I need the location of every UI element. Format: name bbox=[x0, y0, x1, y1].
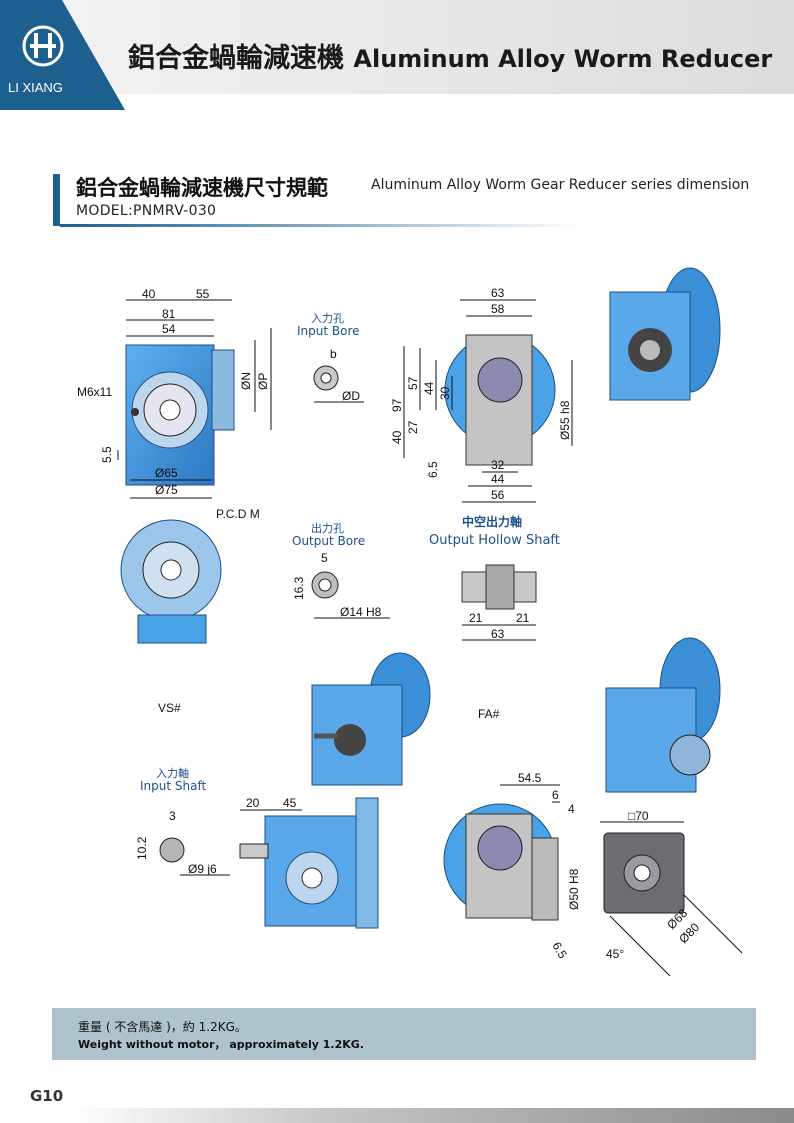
output-bore-view: 出力孔 Output Bore 5 16.3 Ø14 H8 bbox=[292, 521, 390, 619]
dim-45: 45 bbox=[283, 796, 297, 810]
section-title-en: Aluminum Alloy Worm Gear Reducer series … bbox=[371, 177, 750, 193]
section-title-zh: 鋁合金蝸輪減速機尺寸規範 bbox=[76, 176, 328, 200]
dim-57: 57 bbox=[406, 376, 420, 390]
dim-40-side: 40 bbox=[390, 430, 404, 444]
input-bore-label-zh: 入力孔 bbox=[311, 312, 344, 325]
page-title: 鋁合金蝸輪減速機 Aluminum Alloy Worm Reducer bbox=[128, 36, 772, 75]
dim-sq70: □70 bbox=[628, 809, 649, 823]
input-bore-view: 入力孔 Input Bore b ØD bbox=[297, 312, 364, 403]
dim-54-5: 54.5 bbox=[518, 771, 542, 785]
dim-40: 40 bbox=[142, 287, 156, 301]
fa-section: FA# bbox=[478, 637, 721, 793]
dim-45-deg: 45° bbox=[606, 947, 624, 961]
pcd-view: P.C.D M bbox=[120, 507, 260, 644]
hollow-shaft-view: 中空出力軸 Output Hollow Shaft 21 21 63 bbox=[429, 514, 560, 641]
section-accent-bar bbox=[53, 174, 60, 226]
dim-b: b bbox=[330, 347, 337, 361]
front-view: 40 55 81 54 M6x11 5.5 Ø65 Ø75 ØN ØP bbox=[77, 287, 272, 499]
page-title-zh: 鋁合金蝸輪減速機 bbox=[128, 43, 344, 74]
dim-phi14: Ø14 H8 bbox=[340, 605, 382, 619]
logo-text: LI XIANG bbox=[8, 80, 63, 95]
label-m6x11: M6x11 bbox=[77, 385, 112, 399]
dim-4: 4 bbox=[568, 802, 575, 816]
dim-6: 6 bbox=[552, 788, 559, 802]
label-fa: FA# bbox=[478, 707, 500, 721]
page-number: G10 bbox=[30, 1087, 64, 1105]
dim-54: 54 bbox=[162, 322, 176, 336]
dim-32: 32 bbox=[491, 458, 505, 472]
dim-6-5: 6.5 bbox=[426, 461, 440, 478]
input-shaft-label-en: Input Shaft bbox=[140, 779, 206, 793]
input-shaft-view: 入力軸 Input Shaft 3 10.2 Ø9 j6 20 45 bbox=[135, 766, 379, 929]
model-label: MODEL:PNMRV-030 bbox=[76, 203, 217, 219]
dim-phiN: ØN bbox=[239, 372, 253, 390]
dim-10-2: 10.2 bbox=[135, 836, 149, 860]
hollow-shaft-label-zh: 中空出力軸 bbox=[462, 514, 522, 529]
label-pcdm: P.C.D M bbox=[216, 507, 260, 521]
dim-phi75: Ø75 bbox=[155, 483, 178, 497]
dim-5-5: 5.5 bbox=[100, 446, 114, 463]
dim-58: 58 bbox=[491, 302, 505, 316]
dim-phiD: ØD bbox=[342, 389, 360, 403]
dim-3: 3 bbox=[169, 809, 176, 823]
dim-97: 97 bbox=[390, 398, 404, 412]
output-bore-label-en: Output Bore bbox=[292, 534, 365, 548]
page-title-en: Aluminum Alloy Worm Reducer bbox=[353, 45, 773, 73]
dim-phi55: Ø55 h8 bbox=[558, 400, 572, 440]
label-vs: VS# bbox=[158, 701, 181, 715]
footer-bar bbox=[70, 1108, 794, 1123]
dim-55: 55 bbox=[196, 287, 210, 301]
dim-phi65: Ø65 bbox=[155, 466, 178, 480]
dim-6-5-fa: 6.5 bbox=[549, 940, 570, 962]
dim-phiP: ØP bbox=[256, 373, 270, 390]
dim-20: 20 bbox=[246, 796, 260, 810]
dim-44-bottom: 44 bbox=[491, 472, 505, 486]
hollow-shaft-label-en: Output Hollow Shaft bbox=[429, 533, 560, 548]
reducer-3d-image bbox=[609, 267, 721, 401]
dim-44: 44 bbox=[422, 381, 436, 395]
dim-30: 30 bbox=[438, 386, 452, 400]
dim-21-right: 21 bbox=[516, 611, 530, 625]
dim-5: 5 bbox=[321, 551, 328, 565]
section-underline bbox=[60, 224, 580, 227]
weight-text-en: Weight without motor， approximately 1.2K… bbox=[78, 1038, 364, 1051]
dim-21-left: 21 bbox=[469, 611, 483, 625]
dimension-drawing: 40 55 81 54 M6x11 5.5 Ø65 Ø75 ØN ØP 入力孔 … bbox=[77, 267, 743, 977]
dim-56: 56 bbox=[491, 488, 505, 502]
weight-text-zh: 重量 ( 不含馬達 )，約 1.2KG。 bbox=[78, 1020, 247, 1034]
dim-phi50: Ø50 H8 bbox=[567, 868, 581, 910]
dim-16-3: 16.3 bbox=[292, 576, 306, 600]
header-band bbox=[0, 0, 794, 94]
dim-27: 27 bbox=[406, 420, 420, 434]
dim-81: 81 bbox=[162, 307, 176, 321]
vs-section: VS# bbox=[158, 652, 431, 786]
output-bore-label-zh: 出力孔 bbox=[311, 521, 344, 535]
input-bore-label-en: Input Bore bbox=[297, 324, 360, 338]
company-logo: LI XIANG bbox=[0, 0, 125, 110]
input-shaft-label-zh: 入力軸 bbox=[156, 766, 189, 780]
fa-dimension-view: 54.5 6 4 Ø50 H8 6.5 □70 Ø68 Ø80 45° bbox=[443, 771, 743, 977]
dim-63: 63 bbox=[491, 286, 505, 300]
dim-63-hollow: 63 bbox=[491, 627, 505, 641]
weight-box bbox=[52, 1008, 756, 1060]
dim-phi9: Ø9 j6 bbox=[188, 862, 217, 876]
side-view: 63 58 97 57 44 30 40 27 6.5 Ø55 h8 32 44… bbox=[390, 286, 573, 503]
